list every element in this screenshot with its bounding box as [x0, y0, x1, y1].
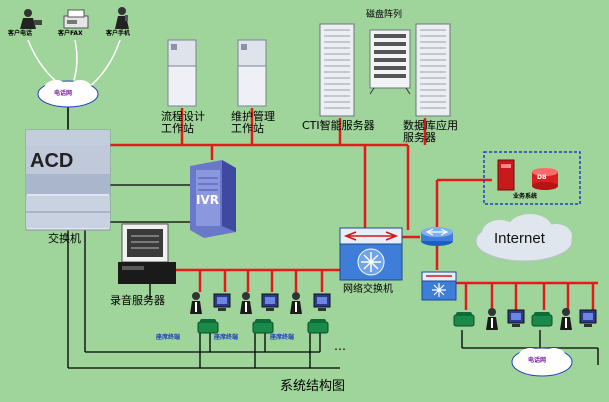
customer-mobile-icon	[115, 7, 129, 29]
maintenance-workstation	[237, 39, 267, 107]
agent-phone-icon	[453, 312, 475, 327]
agent-monitor-icon	[507, 309, 525, 327]
business-db-cylinder	[532, 168, 558, 190]
agent-person-icon	[560, 308, 572, 330]
agent-person-icon	[240, 292, 252, 314]
ivr-server-device	[190, 160, 236, 238]
internet-cloud	[475, 214, 573, 262]
agent-monitor-icon	[261, 293, 279, 311]
remote-phone-network-label: 电话网	[528, 357, 547, 364]
network-switch-device	[339, 227, 403, 281]
remote-phone-network-cloud	[511, 347, 573, 377]
lan-backbone	[110, 108, 598, 310]
agent-person-icon	[290, 292, 302, 314]
agent-person-icon	[486, 308, 498, 330]
business-db-label: DB	[537, 174, 547, 181]
agent-phone-icon	[197, 319, 219, 334]
agent-monitor-icon	[579, 309, 597, 327]
acd-switch-device	[25, 129, 111, 231]
business-system-label: 业务系统	[513, 193, 538, 200]
process-design-line1: 流程设计	[161, 110, 205, 123]
process-design-workstation	[167, 39, 197, 107]
maintenance-label: 维护管理 工作站	[231, 110, 275, 136]
phone-network-label: 电话网	[54, 90, 73, 97]
database-server-device	[415, 23, 451, 117]
switch-label: 交换机	[48, 232, 81, 245]
agent-phone-icon	[252, 319, 274, 334]
business-system-box	[483, 151, 581, 205]
agent-terminal-label-2: 座席终端	[214, 334, 239, 341]
disk-array-label: 磁盘阵列	[366, 10, 403, 20]
business-server-device	[497, 159, 515, 191]
process-design-line2: 工作站	[161, 122, 194, 136]
agent-monitor-icon	[313, 293, 331, 311]
internet-label: Internet	[494, 230, 545, 247]
customer-phone-icon	[20, 9, 42, 29]
customer-phone-label: 客户电话	[8, 30, 33, 37]
agents-ellipsis: …	[334, 339, 346, 353]
agent-phone-icon	[307, 319, 329, 334]
database-server-line2: 服务器	[403, 131, 436, 145]
database-server-line1: 数据库应用	[403, 119, 458, 132]
cti-server-label: CTI智能服务器	[302, 119, 375, 132]
phone-network-cloud	[37, 80, 99, 108]
ivr-label: IVR	[196, 193, 219, 207]
maintenance-line2: 工作站	[231, 122, 264, 136]
agent-row-left	[190, 292, 331, 314]
recording-server-label: 录音服务器	[110, 294, 165, 307]
diagram-title: 系统结构图	[280, 379, 346, 394]
agent-monitor-icon	[213, 293, 231, 311]
database-server-label: 数据库应用 服务器	[403, 119, 458, 145]
telephony-wires	[67, 184, 599, 369]
recording-server-device	[118, 223, 176, 284]
agent-row-right	[453, 308, 597, 330]
maintenance-line1: 维护管理	[231, 110, 275, 123]
agent-person-icon	[190, 292, 202, 314]
agent-phone-icon	[531, 312, 553, 327]
agent-terminal-label-1: 座席终端	[156, 334, 181, 341]
acd-label: ACD	[30, 150, 74, 172]
customer-mobile-label: 客户手机	[106, 30, 131, 37]
agent-terminal-label-3: 座席终端	[270, 334, 295, 341]
customer-fax-label: 客户FAX	[58, 30, 83, 37]
process-design-label: 流程设计 工作站	[161, 110, 205, 136]
small-switch-device	[421, 271, 457, 301]
disk-array-rack	[369, 29, 411, 95]
router-device	[421, 227, 453, 246]
network-switch-label: 网络交换机	[343, 284, 393, 295]
agent-phones-left	[197, 319, 329, 334]
cti-server-device	[319, 23, 355, 117]
customer-fax-icon	[63, 9, 89, 29]
